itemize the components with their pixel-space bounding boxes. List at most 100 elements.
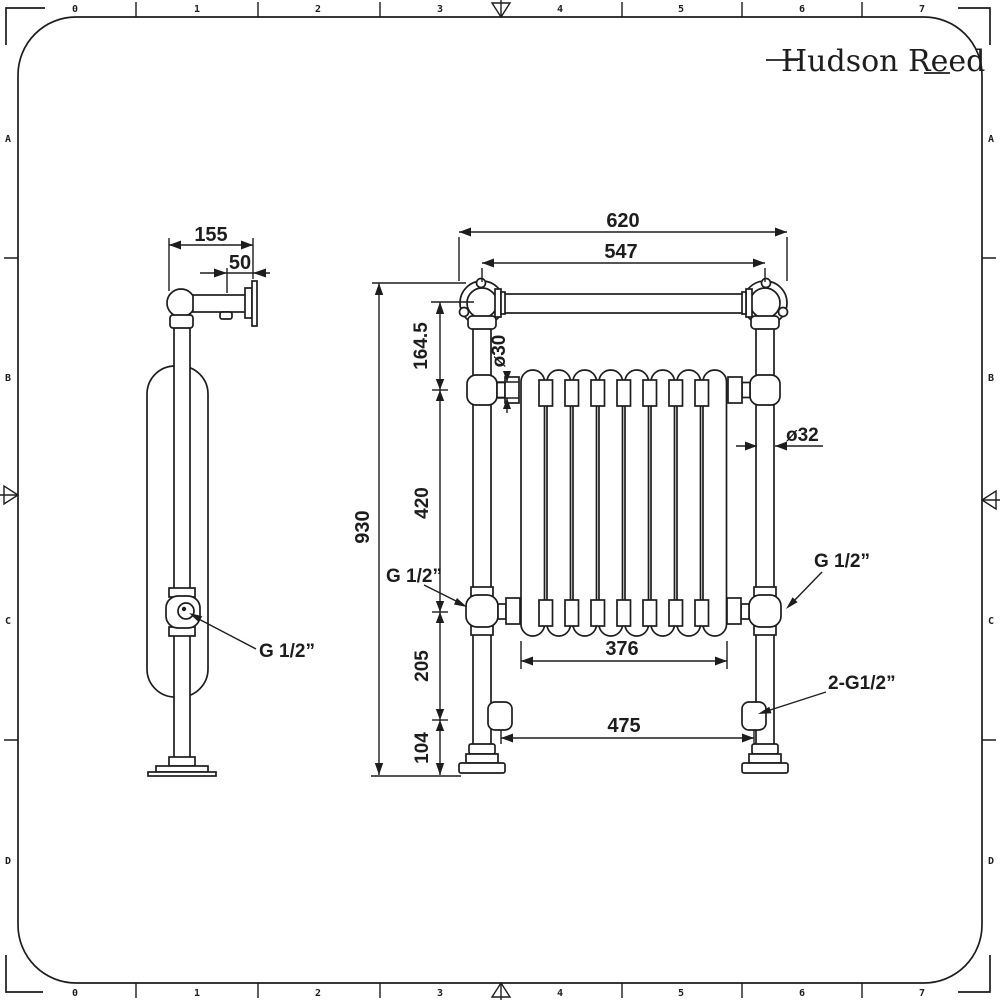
center-mark-arrow-top bbox=[490, 2, 512, 19]
chain-junction-612 bbox=[432, 601, 448, 623]
ruler-number: 3 bbox=[437, 4, 443, 15]
dim-label-205: 205 bbox=[412, 650, 433, 682]
inlet-stub-right bbox=[741, 701, 767, 731]
post-top-collar-side bbox=[169, 314, 194, 329]
top-connectors bbox=[466, 374, 781, 406]
post-side bbox=[173, 311, 191, 759]
center-mark-arrow-left bbox=[3, 484, 20, 506]
rail-collar-left bbox=[500, 291, 506, 315]
ruler-letter: D bbox=[988, 856, 994, 867]
dim-post-diameter-32: ø32 bbox=[736, 425, 823, 451]
radiator-columns bbox=[520, 369, 728, 637]
connection-port-dot bbox=[181, 606, 187, 612]
corner-bracket-bottom-left bbox=[5, 955, 43, 993]
ruler-number: 6 bbox=[799, 988, 805, 999]
dim-label-o32: ø32 bbox=[786, 425, 819, 446]
chain-junction-390 bbox=[432, 379, 448, 401]
column bbox=[624, 369, 650, 637]
elbow-screw bbox=[760, 277, 772, 289]
post-collar-left bbox=[467, 315, 497, 330]
dim-label-475: 475 bbox=[607, 715, 640, 737]
front-view: 620 547 930 bbox=[352, 210, 896, 777]
ruler-right: A B C D bbox=[980, 134, 1000, 867]
nipple-bottom-right bbox=[740, 603, 750, 620]
elbow-screw bbox=[458, 306, 470, 318]
dim-overall-width-620: 620 bbox=[458, 210, 788, 281]
column bbox=[546, 369, 572, 637]
dim-label-o30: ø30 bbox=[489, 335, 510, 368]
ruler-letter: A bbox=[5, 134, 11, 145]
ruler-number: 7 bbox=[919, 4, 925, 15]
dim-label-547: 547 bbox=[604, 241, 637, 263]
rail-flange-right bbox=[745, 288, 753, 318]
ruler-number: 1 bbox=[194, 4, 200, 15]
center-mark-arrow-right bbox=[980, 489, 997, 511]
callout-side-connection: G 1/2” bbox=[189, 613, 315, 662]
ruler-top: 0 1 2 3 4 5 6 7 bbox=[72, 0, 925, 19]
ruler-left-ticks bbox=[4, 257, 18, 741]
dim-projection-50: 50 bbox=[200, 252, 270, 293]
ruler-number: 2 bbox=[315, 988, 321, 999]
foot-step-side bbox=[155, 765, 209, 773]
ruler-number: 0 bbox=[72, 4, 78, 15]
dim-label-155: 155 bbox=[194, 224, 227, 246]
column bbox=[520, 369, 546, 637]
towel-rail bbox=[503, 293, 744, 314]
logo-text: Hudson Reed bbox=[781, 44, 985, 79]
dim-overall-height-930: 930 bbox=[352, 282, 466, 777]
brand-logo: Hudson Reed bbox=[766, 44, 985, 79]
ruler-right-ticks bbox=[982, 257, 996, 741]
union-nut-bottom-right bbox=[726, 597, 742, 625]
wall-arm-flange bbox=[244, 287, 253, 319]
feet bbox=[458, 743, 789, 774]
corner-bracket-top-right bbox=[958, 7, 991, 45]
ruler-letter: B bbox=[5, 373, 11, 384]
ruler-number: 3 bbox=[437, 988, 443, 999]
elbow-ball-side bbox=[166, 288, 196, 318]
ruler-letter: C bbox=[988, 616, 994, 627]
rail-collar-right bbox=[741, 291, 747, 315]
nipple-top-left bbox=[496, 381, 506, 399]
foot-collar-left bbox=[468, 743, 496, 755]
column-bottom-junctions bbox=[538, 599, 710, 627]
post-union-top-left bbox=[466, 374, 498, 406]
dim-label-side-g12: G 1/2” bbox=[259, 641, 315, 662]
column bbox=[650, 369, 676, 637]
elbow-screw bbox=[777, 306, 789, 318]
dim-label-420: 420 bbox=[412, 487, 433, 519]
column bbox=[676, 369, 702, 637]
border-rounded-rect bbox=[17, 16, 983, 984]
ruler-letter: D bbox=[5, 856, 11, 867]
dim-rail-diameter-30: ø30 bbox=[489, 335, 519, 413]
callout-right-connection: G 1/2” bbox=[786, 551, 870, 609]
ball-joint-right bbox=[748, 594, 782, 628]
foot-collar-right bbox=[751, 743, 779, 755]
dim-label-104: 104 bbox=[412, 732, 433, 764]
union-nut-top-left bbox=[504, 376, 520, 404]
post-collar-right bbox=[750, 315, 780, 330]
ruler-number: 2 bbox=[315, 4, 321, 15]
ball-joint-left bbox=[465, 594, 499, 628]
dim-label-164-5: 164.5 bbox=[411, 322, 432, 370]
dim-column-width-376: 376 bbox=[520, 638, 728, 669]
ruler-number: 6 bbox=[799, 4, 805, 15]
corner-bracket-top-left bbox=[5, 7, 45, 45]
ruler-letter: B bbox=[988, 373, 994, 384]
column bbox=[598, 369, 624, 637]
post-right bbox=[755, 305, 775, 755]
bottom-connectors bbox=[465, 586, 782, 636]
post-left bbox=[472, 305, 492, 755]
chain-junction-720 bbox=[432, 709, 448, 731]
side-view: 155 50 G 1/2” bbox=[146, 224, 315, 777]
foot-step-right bbox=[748, 753, 782, 764]
ruler-number: 5 bbox=[678, 988, 684, 999]
ruler-top-ticks bbox=[135, 2, 863, 17]
ruler-number: 4 bbox=[557, 4, 563, 15]
foot-collar-side bbox=[168, 756, 196, 767]
union-nut-bottom-left bbox=[505, 597, 521, 625]
corner-bracket-bottom-right bbox=[958, 955, 991, 993]
dim-label-620: 620 bbox=[606, 210, 639, 232]
ruler-number: 7 bbox=[919, 988, 925, 999]
